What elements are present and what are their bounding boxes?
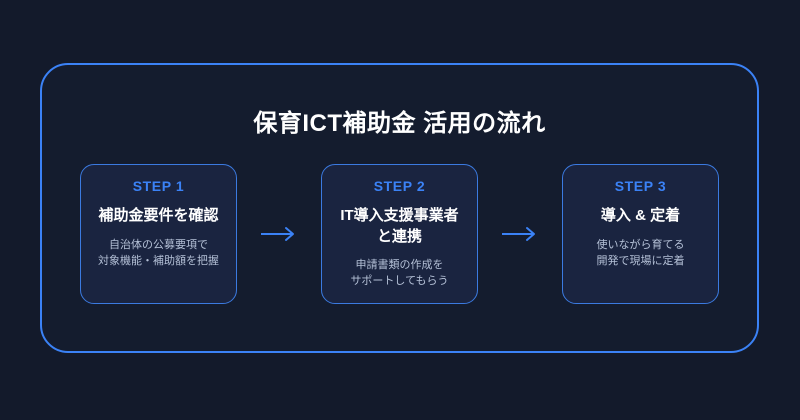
arrow-right-icon-2	[478, 226, 562, 242]
step-description-1: 自治体の公募要項で 対象機能・補助額を把握	[98, 238, 219, 268]
step-card-3[interactable]: STEP 3 導入 & 定着 使いながら育てる 開発で現場に定着	[562, 164, 719, 304]
step-card-2[interactable]: STEP 2 IT導入支援事業者 と連携 申請書類の作成を サポートしてもらう	[321, 164, 478, 304]
step-heading-3: 導入 & 定着	[600, 207, 681, 225]
page-title: 保育ICT補助金 活用の流れ	[253, 110, 546, 137]
step-label-3: STEP 3	[614, 178, 667, 194]
arrow-right-icon-1	[237, 226, 321, 242]
step-label-1: STEP 1	[132, 178, 185, 194]
step-heading-1: 補助金要件を確認	[98, 207, 219, 225]
step-heading-2: IT導入支援事業者 と連携	[340, 207, 459, 245]
step-label-2: STEP 2	[373, 178, 426, 194]
steps-row: STEP 1 補助金要件を確認 自治体の公募要項で 対象機能・補助額を把握 ST…	[42, 164, 757, 304]
step-card-1[interactable]: STEP 1 補助金要件を確認 自治体の公募要項で 対象機能・補助額を把握	[80, 164, 237, 304]
step-description-3: 使いながら育てる 開発で現場に定着	[596, 238, 685, 268]
step-description-2: 申請書類の作成を サポートしてもらう	[350, 258, 449, 288]
flow-diagram-frame: 保育ICT補助金 活用の流れ STEP 1 補助金要件を確認 自治体の公募要項で…	[40, 63, 759, 353]
